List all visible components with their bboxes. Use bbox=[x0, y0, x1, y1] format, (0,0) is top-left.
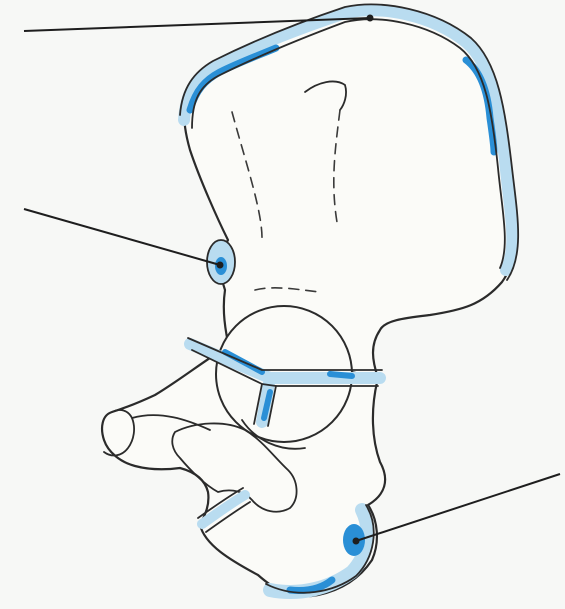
pointer-line-ischial-tuberosity bbox=[356, 474, 560, 541]
pointer-dot-anterior-inferior-iliac-spine bbox=[217, 262, 224, 269]
triradiate-cartilage-dark-right bbox=[330, 374, 352, 376]
pointer-dot-iliac-crest bbox=[367, 15, 374, 22]
pointer-dot-ischial-tuberosity bbox=[353, 538, 360, 545]
pointer-line-anterior-inferior-iliac-spine bbox=[24, 209, 220, 265]
